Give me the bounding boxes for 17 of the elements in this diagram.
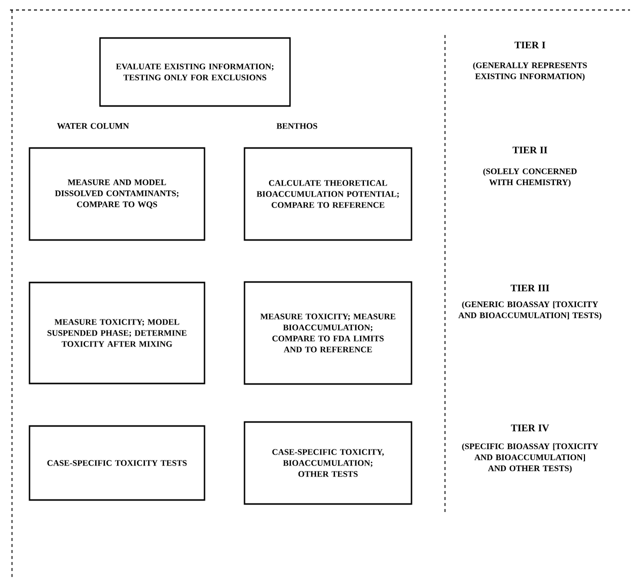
process-box: MEASURE TOXICITY; MODEL SUSPENDED PHASE; DETERMINE TOXICITY AFTER MIXING [28,282,206,384]
process-box: MEASURE TOXICITY; MEASURE BIOACCUMULATION; COMPARE TO FDA LIMITS AND TO REFERENCE [244,281,412,385]
process-box: CASE-SPECIFIC TOXICITY TESTS [28,425,206,501]
column-heading: BENTHOS [276,123,318,129]
tier-description: (GENERIC BIOASSAY [TOXICITY AND BIOACCUMULATION] TESTS) [458,301,602,320]
tier-title: TIER III [510,284,550,292]
process-box: MEASURE AND MODEL DISSOLVED CONTAMINANTS; COMPARE TO WQS [28,147,206,241]
process-box: CASE-SPECIFIC TOXICITY, BIOACCUMULATION; OTHER TESTS [244,421,412,505]
column-heading: WATER COLUMN [57,123,129,129]
tier-title: TIER II [512,146,548,154]
process-box: EVALUATE EXISTING INFORMATION; TESTING ONLY FOR EXCLUSIONS [99,37,291,107]
tier-title: TIER I [514,42,546,48]
tier-title: TIER IV [510,424,550,432]
process-box: CALCULATE THEORETICAL BIOACCUMULATION POTENTIAL; COMPARE TO REFERENCE [244,147,412,241]
tier-description: (SPECIFIC BIOASSAY [TOXICITY AND BIOACCUMULATION] AND OTHER TESTS) [462,443,598,473]
tier-description: (GENERALLY REPRESENTS EXISTING INFORMATION) [473,62,587,81]
tier-description: (SOLELY CONCERNED WITH CHEMISTRY) [483,168,577,187]
